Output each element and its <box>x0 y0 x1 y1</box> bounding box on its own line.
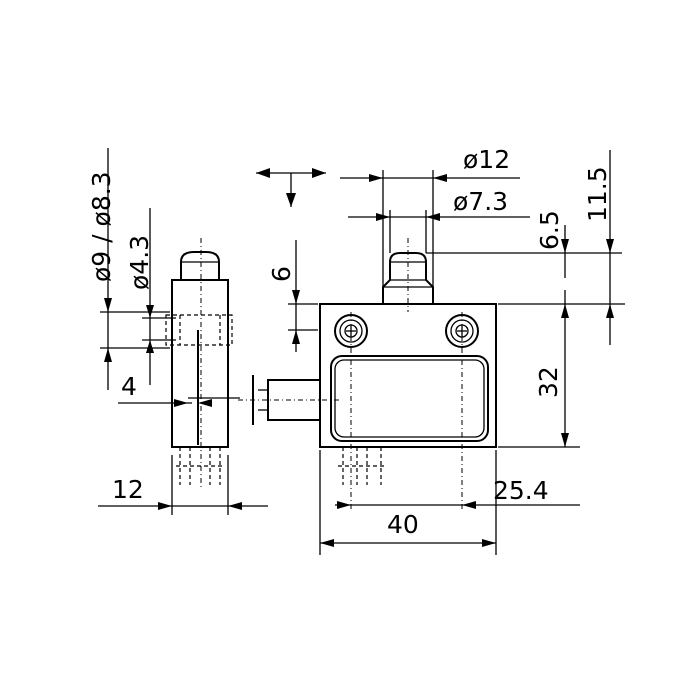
plunger-height-label: 6 <box>267 266 296 282</box>
side-plunger-outline <box>180 251 220 280</box>
dim-side-width: 12 <box>98 455 268 515</box>
dim-plunger-inner-diameter: ø7.3 <box>348 187 530 253</box>
front-view <box>238 238 497 512</box>
actuation-direction-icon <box>256 168 326 207</box>
dim-mounting-hole-spacing: 25.4 <box>335 476 580 509</box>
body-width-label: 40 <box>387 510 419 539</box>
mounting-screw-right-icon <box>445 314 479 348</box>
body-height-label: 32 <box>534 366 563 398</box>
plunger-diameter-label: ø12 <box>463 145 510 174</box>
dim-side-head-diameter: ø9 / ø8.3 <box>87 148 170 390</box>
side-width-label: 12 <box>112 475 144 504</box>
dim-side-offset: 4 <box>118 372 240 407</box>
dim-plunger-travel: 6.5 <box>426 210 622 278</box>
side-offset-label: 4 <box>121 372 137 401</box>
side-view <box>165 238 233 490</box>
dim-overall-extra-height: 11.5 <box>498 150 625 345</box>
overall-extra-height-label: 11.5 <box>583 166 612 222</box>
dim-body-width: 40 <box>319 450 497 555</box>
front-window <box>330 355 489 442</box>
dim-plunger-height: 6 <box>267 240 318 352</box>
plunger-inner-diameter-label: ø7.3 <box>453 187 508 216</box>
dim-body-height: 32 <box>498 290 580 448</box>
side-pin-diameter-label: ø4.3 <box>125 235 154 290</box>
mounting-hole-spacing-label: 25.4 <box>493 476 549 505</box>
dim-side-pin-diameter: ø4.3 <box>125 208 176 385</box>
mounting-screw-left-icon <box>334 314 368 348</box>
front-body-outline <box>319 303 497 448</box>
side-head-diameter-label: ø9 / ø8.3 <box>87 171 116 282</box>
cable-gland <box>238 375 340 425</box>
plunger-travel-label: 6.5 <box>535 210 564 250</box>
dim-plunger-diameter: ø12 <box>340 145 520 287</box>
side-body-outline <box>171 279 229 448</box>
